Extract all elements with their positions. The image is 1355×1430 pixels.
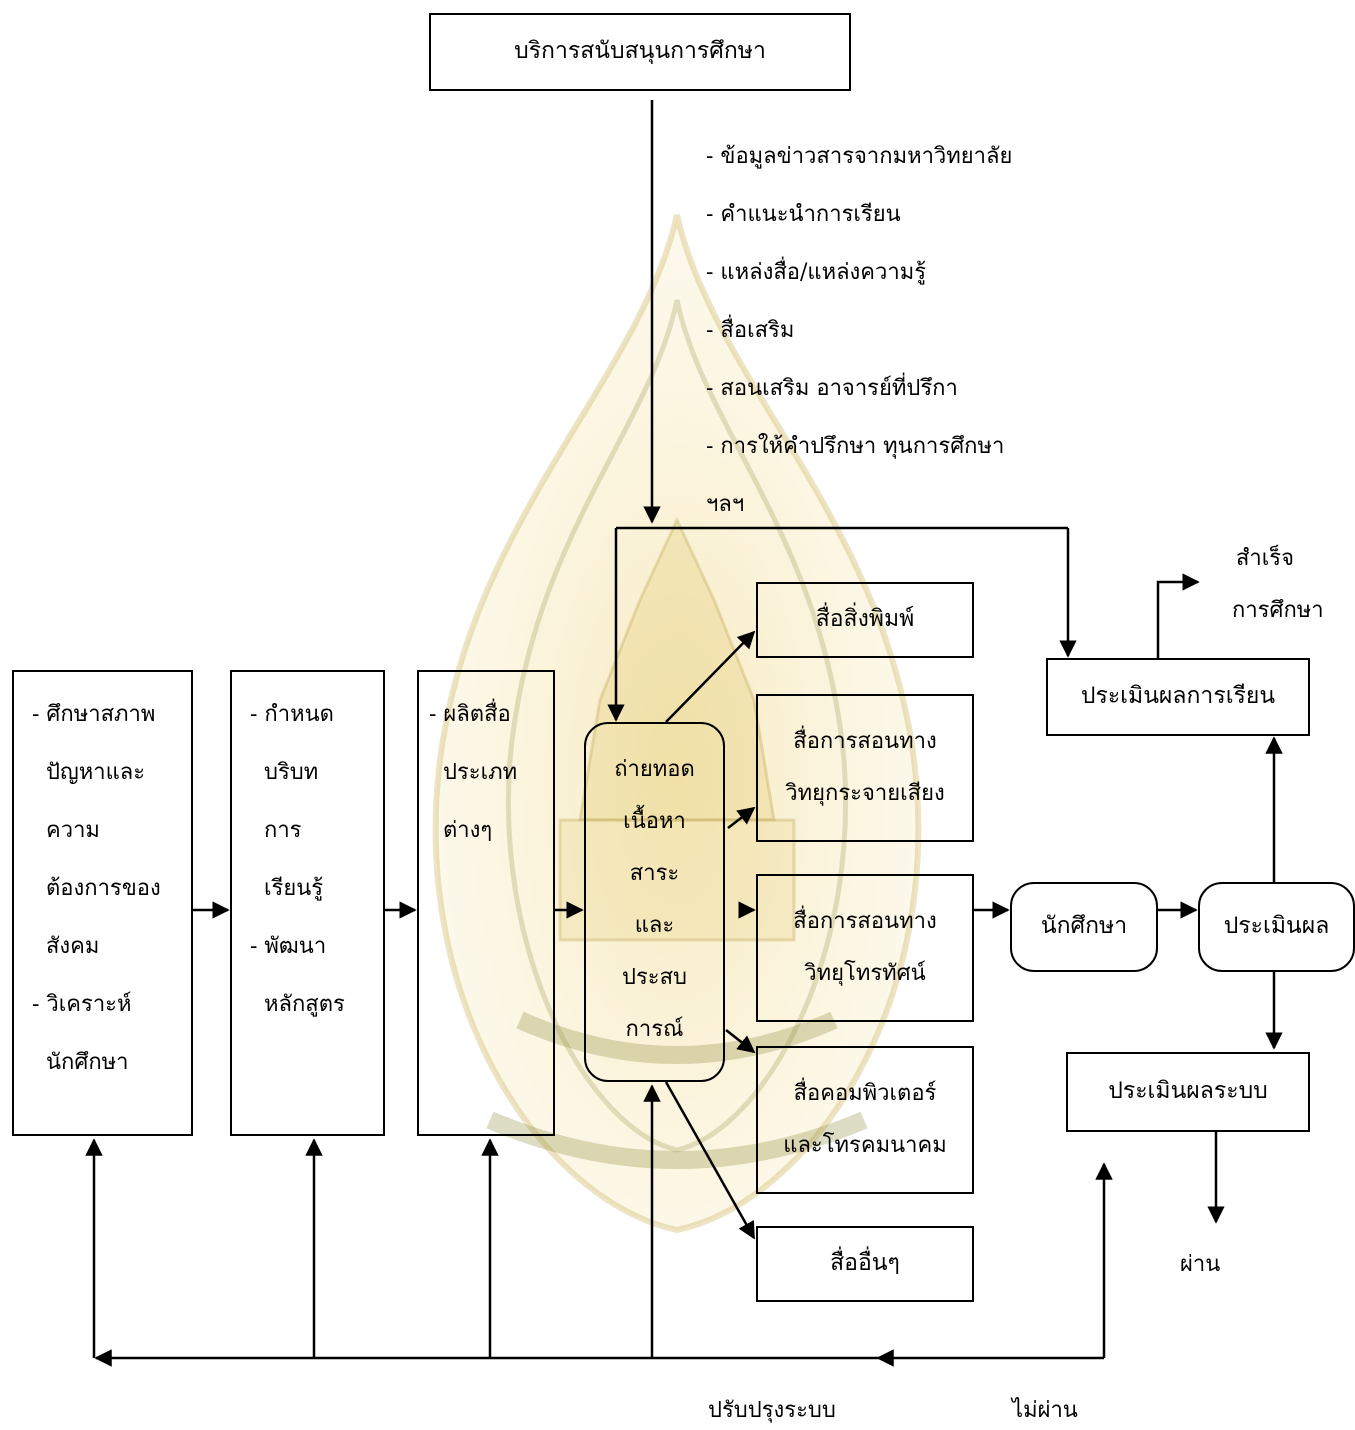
support-item: - สอนเสริม อาจารย์ที่ปรึกา — [706, 376, 958, 401]
other-media-box: สื่ออื่นๆ — [756, 1226, 974, 1302]
curriculum-line: การ — [264, 818, 302, 843]
tv-media-line: สื่อการสอนทาง — [793, 909, 937, 934]
improve-system-label: ปรับปรุงระบบ — [708, 1398, 836, 1423]
computer-media-box: สื่อคอมพิวเตอร์ และโทรคมนาคม — [756, 1046, 974, 1194]
system-evaluation-label: ประเมินผลระบบ — [1108, 1078, 1268, 1105]
transfer-line: สาระ — [629, 861, 680, 886]
arrow-to-radio — [727, 806, 756, 829]
support-item: ฯลฯ — [706, 492, 745, 517]
analysis-line: - ศึกษาสภาพ — [32, 702, 156, 727]
print-media-box: สื่อสิ่งพิมพ์ — [756, 582, 974, 658]
media-production-box: - ผลิตสื่อ ประเภท ต่างๆ — [417, 670, 555, 1136]
analysis-box: - ศึกษาสภาพ ปัญหาและ ความ ต้องการของ สัง… — [12, 670, 193, 1136]
analysis-line: ปัญหาและ — [46, 760, 146, 785]
transfer-line: ประสบ — [622, 965, 687, 990]
support-item: - คำแนะนำการเรียน — [706, 202, 901, 227]
analysis-line: ความ — [46, 818, 100, 843]
arrow-to-print — [665, 630, 756, 723]
radio-media-box: สื่อการสอนทาง วิทยุกระจายเสียง — [756, 694, 974, 842]
tv-media-box: สื่อการสอนทาง วิทยุโทรทัศน์ — [756, 874, 974, 1022]
transfer-line: ถ่ายทอด — [614, 757, 695, 782]
radio-media-line: วิทยุกระจายเสียง — [785, 781, 945, 806]
student-box: นักศึกษา — [1010, 882, 1158, 972]
curriculum-line: - พัฒนา — [250, 934, 327, 959]
system-evaluation-box: ประเมินผลระบบ — [1066, 1052, 1310, 1132]
support-item: - แหล่งสื่อ/แหล่งความรู้ — [706, 260, 927, 285]
transfer-line: และ — [634, 913, 675, 938]
curriculum-line: บริบท — [264, 760, 319, 785]
analysis-line: ต้องการของ — [46, 876, 161, 901]
media-production-line: ต่างๆ — [443, 818, 493, 843]
arrow-to-other — [664, 1081, 756, 1240]
support-item: - การให้คำปรึกษา ทุนการศึกษา — [706, 434, 1005, 459]
content-transfer-box: ถ่ายทอด เนื้อหา สาระ และ ประสบ การณ์ — [584, 722, 725, 1082]
computer-media-line: และโทรคมนาคม — [783, 1133, 947, 1158]
graduate-label-line1: สำเร็จ — [1236, 546, 1295, 571]
analysis-line: สังคม — [46, 934, 100, 959]
other-media-label: สื่ออื่นๆ — [830, 1250, 900, 1277]
connector-to-graduate — [1156, 573, 1200, 658]
radio-media-line: สื่อการสอนทาง — [793, 729, 937, 754]
analysis-line: - วิเคราะห์ — [32, 992, 132, 1017]
support-services-label: บริการสนับสนุนการศึกษา — [514, 38, 766, 65]
learning-evaluation-box: ประเมินผลการเรียน — [1046, 658, 1310, 736]
tv-media-line: วิทยุโทรทัศน์ — [804, 961, 926, 986]
transfer-line: เนื้อหา — [623, 809, 686, 834]
support-items-list: - ข้อมูลข่าวสารจากมหาวิทยาลัย - คำแนะนำก… — [706, 128, 1012, 534]
media-production-line: ประเภท — [443, 760, 518, 785]
support-item: - ข้อมูลข่าวสารจากมหาวิทยาลัย — [706, 144, 1013, 169]
analysis-line: นักศึกษา — [46, 1050, 129, 1075]
pass-label: ผ่าน — [1180, 1252, 1221, 1277]
evaluation-box: ประเมินผล — [1198, 882, 1355, 972]
student-label: นักศึกษา — [1040, 913, 1128, 940]
print-media-label: สื่อสิ่งพิมพ์ — [815, 606, 915, 633]
curriculum-line: เรียนรู้ — [264, 876, 324, 901]
evaluation-label: ประเมินผล — [1223, 913, 1330, 940]
curriculum-box: - กำหนด บริบท การ เรียนรู้ - พัฒนา หลักส… — [230, 670, 385, 1136]
computer-media-line: สื่อคอมพิวเตอร์ — [793, 1081, 937, 1106]
fail-label: ไม่ผ่าน — [1012, 1398, 1078, 1423]
graduate-label-line2: การศึกษา — [1232, 598, 1324, 623]
media-production-line: - ผลิตสื่อ — [429, 702, 511, 727]
curriculum-line: หลักสูตร — [264, 992, 345, 1017]
support-services-box: บริการสนับสนุนการศึกษา — [429, 13, 851, 91]
arrow-to-computer — [725, 1029, 756, 1054]
transfer-line: การณ์ — [625, 1017, 684, 1042]
support-item: - สื่อเสริม — [706, 318, 795, 343]
curriculum-line: - กำหนด — [250, 702, 334, 727]
learning-evaluation-label: ประเมินผลการเรียน — [1080, 683, 1276, 710]
